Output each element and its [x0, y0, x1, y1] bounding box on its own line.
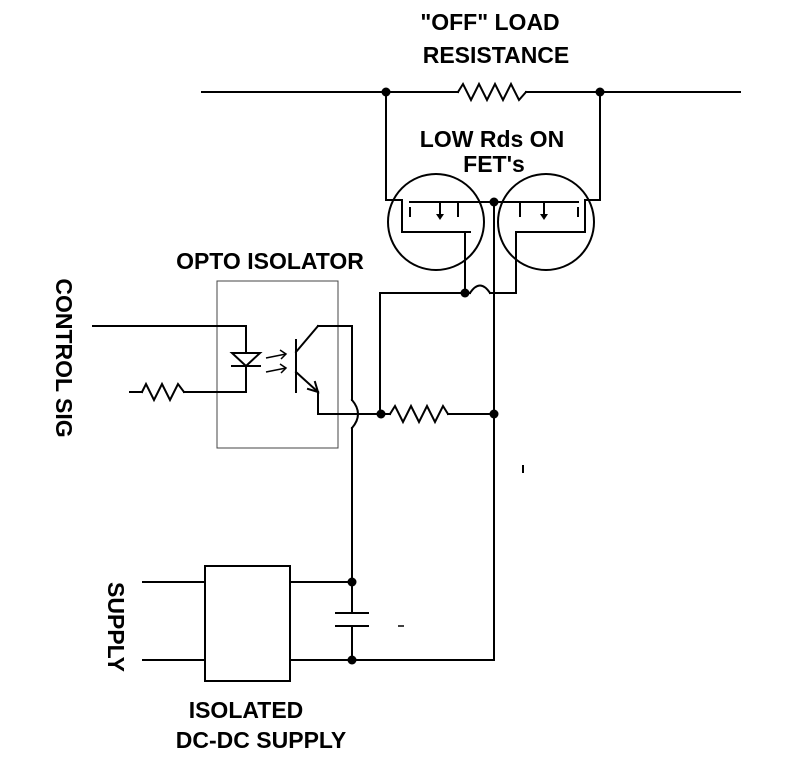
junction-dot [347, 655, 357, 665]
junction-dot [347, 577, 357, 587]
opto-output-wires [350, 325, 381, 583]
supply-label: SUPPLY [103, 582, 129, 672]
fets-label-line1: LOW Rds ON [420, 126, 564, 152]
fet-right-symbol [493, 173, 595, 271]
phototransistor-symbol [294, 324, 353, 415]
junction-dot [460, 288, 470, 298]
gate-resistor [379, 403, 495, 425]
load-line [201, 81, 741, 103]
fet-left-symbol [387, 173, 495, 271]
load-resistance-label-line1: "OFF" LOAD [420, 9, 559, 35]
load-resistance-label-line2: RESISTANCE [423, 42, 570, 68]
dcdc-supply-box [204, 565, 291, 682]
supply-wires [142, 581, 495, 661]
opto-isolator-label: OPTO ISOLATOR [176, 248, 364, 274]
control-input-wires [92, 325, 247, 403]
light-arrows [265, 349, 288, 374]
gate-wires [379, 231, 517, 415]
dcdc-label-line2: DC-DC SUPPLY [176, 727, 346, 753]
fet-drain-wires [385, 91, 601, 201]
control-signal-label: CONTROL SIG [51, 278, 77, 437]
led-symbol [229, 352, 263, 368]
opto-isolator-box [216, 280, 339, 449]
dcdc-label-line1: ISOLATED [189, 697, 304, 723]
fets-label-line2: FET's [463, 151, 525, 177]
capacitor-symbol [335, 612, 369, 627]
